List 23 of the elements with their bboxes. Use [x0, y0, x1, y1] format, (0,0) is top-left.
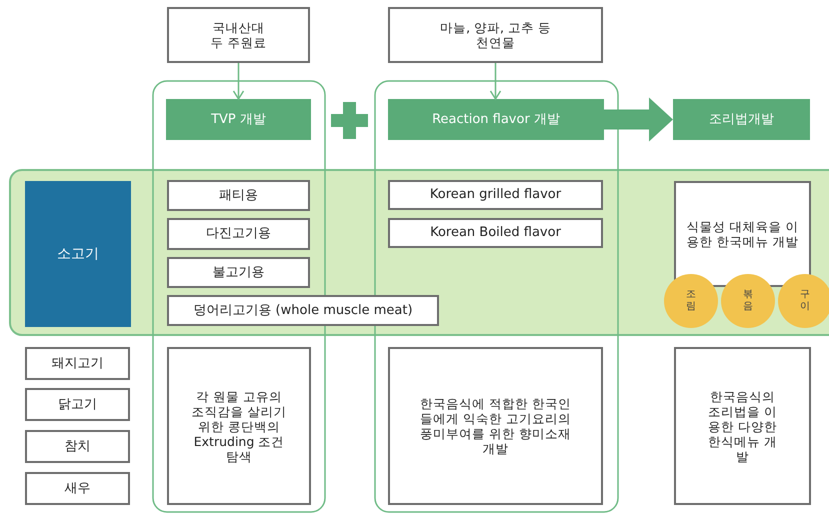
- category-box: 닭고기: [25, 388, 130, 421]
- step-header: Reaction flavor 개발: [388, 99, 604, 140]
- category-box: 새우: [25, 472, 130, 505]
- item-box: 불고기용: [167, 257, 310, 288]
- source-box: 국내산대두 주원료: [167, 7, 310, 63]
- category-box: 참치: [25, 430, 130, 463]
- item-box: 덩어리고기용 (whole muscle meat): [167, 295, 439, 326]
- source-box: 마늘, 양파, 고추 등 천연물: [388, 7, 603, 63]
- step-header: 조리법개발: [673, 99, 810, 140]
- arrow: [490, 63, 502, 100]
- description-box: 한국음식의 조리법을 이용한 다양한 한식메뉴 개발: [674, 347, 811, 505]
- menu-box: 식물성 대체육을 이용한 한국메뉴 개발: [674, 181, 811, 287]
- item-box: Korean grilled flavor: [388, 180, 603, 210]
- item-box: Korean Boiled flavor: [388, 218, 603, 248]
- arrow: [232, 63, 244, 100]
- description-box: 한국음식에 적합한 한국인들에게 익숙한 고기요리의 풍미부여를 위한 향미소재 개발: [388, 347, 603, 505]
- category-box: 소고기: [25, 181, 131, 327]
- step-header: TVP 개발: [166, 99, 311, 140]
- item-box: 다진고기용: [167, 218, 310, 250]
- category-box: 돼지고기: [25, 347, 130, 380]
- block-arrow: [604, 98, 673, 142]
- item-box: 패티용: [167, 180, 310, 211]
- description-box: 각 원물 고유의 조직감을 살리기 위한 콩단백의 Extruding 조건 탐색: [167, 347, 311, 505]
